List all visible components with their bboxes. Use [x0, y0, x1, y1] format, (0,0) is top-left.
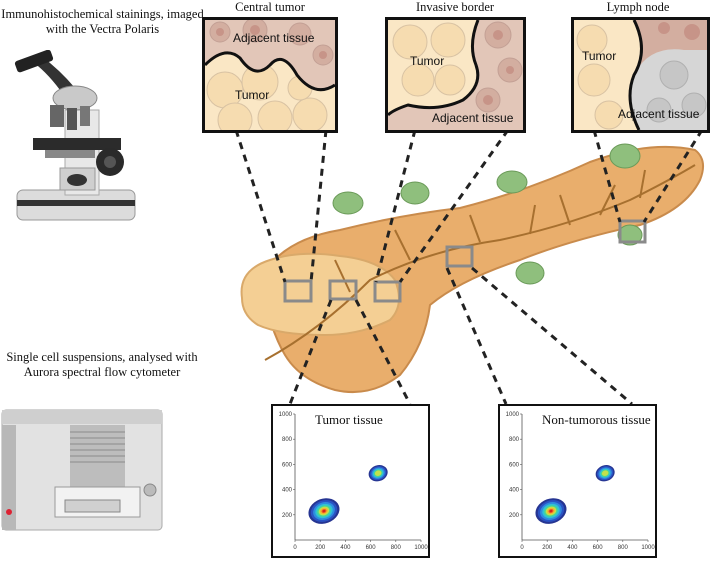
- y-tick-label: 200: [282, 513, 293, 519]
- inset-title-invasive-border: Invasive border: [415, 0, 495, 14]
- y-tick-label: 800: [282, 437, 293, 443]
- x-tick-label: 400: [340, 545, 351, 551]
- roi-central-tumor: [283, 279, 313, 303]
- x-tick-label: 400: [567, 545, 578, 551]
- density-contour: [549, 509, 553, 513]
- x-tick-label: 200: [315, 545, 326, 551]
- microscope-illustration: [14, 50, 136, 221]
- inset-lymph-node: Tumor Adjacent tissue: [571, 17, 710, 133]
- inset-label-adjacent: Adjacent tissue: [618, 107, 700, 121]
- inset-title-lymph-node: Lymph node: [606, 0, 670, 14]
- x-tick-label: 800: [391, 545, 402, 551]
- inset-label-adjacent: Adjacent tissue: [233, 31, 315, 45]
- x-tick-label: 200: [542, 545, 553, 551]
- microscope-caption: Immunohistochemical stainings, imaged wi…: [1, 7, 204, 36]
- x-tick-label: 600: [593, 545, 604, 551]
- y-tick-label: 400: [282, 488, 293, 494]
- cytometer-caption: Single cell suspensions, analysed with A…: [6, 350, 198, 379]
- plot-title-non-tumorous: Non-tumorous tissue: [542, 412, 651, 427]
- inset-label-adjacent: Adjacent tissue: [432, 111, 514, 125]
- roi-boxes: [283, 219, 647, 303]
- inset-label-tumor: Tumor: [235, 88, 269, 102]
- density-plot-tumor: 0 200 400 600 800 1000 200 400 600 800 1000: [279, 412, 429, 551]
- y-tick-label: 200: [509, 513, 520, 519]
- inset-central-tumor: Adjacent tissue Tumor: [202, 17, 338, 133]
- x-tick-label: 1000: [641, 545, 655, 551]
- pancreas-body: [258, 145, 705, 394]
- y-tick-label: 600: [282, 462, 293, 468]
- y-tick-label: 1000: [279, 412, 293, 418]
- roi-tumor-tissue: [328, 279, 358, 301]
- x-tick-label: 600: [366, 545, 377, 551]
- density-contour: [374, 470, 382, 476]
- roi-invasive-border: [373, 280, 402, 303]
- flow-cytometer-illustration: [1, 409, 163, 531]
- inset-invasive-border: Tumor Adjacent tissue: [385, 17, 526, 133]
- y-tick-label: 400: [509, 488, 520, 494]
- roi-non-tumorous: [445, 245, 474, 268]
- y-tick-label: 800: [509, 437, 520, 443]
- pancreatic-duct: [264, 164, 696, 361]
- x-tick-label: 0: [293, 545, 297, 551]
- x-tick-label: 0: [520, 545, 524, 551]
- inset-label-tumor: Tumor: [410, 54, 444, 68]
- y-tick-label: 1000: [506, 412, 520, 418]
- y-tick-label: 600: [509, 462, 520, 468]
- x-tick-label: 1000: [414, 545, 428, 551]
- plot-non-tumorous-tissue: Non-tumorous tissue 0 200 400 600 800 1000 200…: [498, 404, 657, 558]
- inset-label-tumor: Tumor: [582, 49, 616, 63]
- plot-tumor-tissue: Tumor tissue 0 200 400 600 800 1000 200 400 600 8…: [271, 404, 430, 558]
- inset-title-central-tumor: Central tumor: [235, 0, 305, 14]
- plot-title-tumor: Tumor tissue: [315, 412, 383, 427]
- x-tick-label: 800: [618, 545, 629, 551]
- density-contour: [322, 509, 326, 513]
- pancreas-illustration: [240, 143, 705, 394]
- density-plot-non-tumorous: 0 200 400 600 800 1000 200 400 600 800 1000: [506, 412, 656, 551]
- lymph-nodes: [332, 143, 643, 285]
- roi-lymph-node: [618, 219, 647, 244]
- density-contour: [601, 470, 609, 476]
